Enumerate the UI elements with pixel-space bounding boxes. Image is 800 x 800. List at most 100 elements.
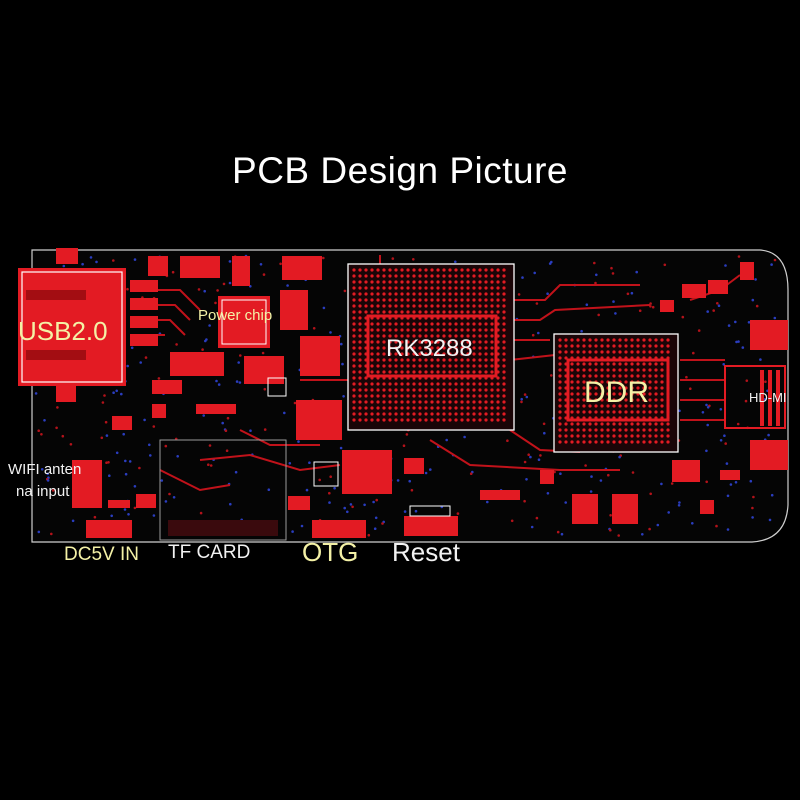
reset-label: Reset [392,537,461,567]
ball [460,322,464,326]
ball [364,382,368,386]
ball [442,304,446,308]
ball [642,440,646,444]
ball [624,428,628,432]
ball [594,404,598,408]
via [506,439,509,443]
ball [436,370,440,374]
ball [370,274,374,278]
ball [388,400,392,404]
ball [376,310,380,314]
ball [352,292,356,296]
via [110,514,113,518]
ball [448,400,452,404]
via [61,434,65,438]
ball [418,394,422,398]
ball [436,286,440,290]
ball [636,368,640,372]
via [537,331,540,335]
ball [636,386,640,390]
ball [472,304,476,308]
ball [352,280,356,284]
ball [382,280,386,284]
via [723,434,726,438]
ball [594,392,598,396]
ball [460,304,464,308]
ball [454,274,458,278]
ball [358,376,362,380]
via [539,454,542,457]
ball [484,304,488,308]
ball [442,364,446,368]
ball [612,434,616,438]
ball [594,362,598,366]
ball [430,292,434,296]
ball [370,334,374,338]
via [580,329,583,333]
ball [654,350,658,354]
ball [460,406,464,410]
via [701,411,705,414]
ball [478,280,482,284]
ball [472,406,476,410]
via [550,374,553,377]
ball [352,358,356,362]
ball [588,392,592,396]
ball [642,410,646,414]
ball [496,274,500,278]
ball [466,406,470,410]
ball [478,298,482,302]
ball [394,268,398,272]
ball [466,328,470,332]
ball [478,328,482,332]
ball [484,364,488,368]
ball [376,358,380,362]
ball [660,398,664,402]
via [641,533,644,536]
ball [442,394,446,398]
ball [430,328,434,332]
ball [430,298,434,302]
ball [630,404,634,408]
ball [448,280,452,284]
ball [600,410,604,414]
ball [376,412,380,416]
ball [594,422,598,426]
ball [358,370,362,374]
ball [418,328,422,332]
via [308,461,311,465]
ball [436,358,440,362]
ball [636,344,640,348]
via [235,380,239,383]
ball [582,386,586,390]
via [138,466,141,470]
ball [448,412,452,416]
ball [484,370,488,374]
via [617,534,620,537]
via [755,304,759,308]
via [164,444,168,448]
via [719,408,723,411]
ball [418,274,422,278]
via [124,472,128,476]
via [559,472,562,476]
ball [642,350,646,354]
via [751,506,754,510]
via [143,418,146,422]
via [216,289,219,292]
ball [600,428,604,432]
via [207,463,210,467]
ball [472,292,476,296]
ball [558,416,562,420]
ball [660,440,664,444]
ball [436,274,440,278]
ball [388,310,392,314]
ball [436,382,440,386]
ball [376,304,380,308]
ball [642,362,646,366]
ball [388,358,392,362]
ball [382,382,386,386]
ball [570,398,574,402]
via [160,479,164,482]
ball [412,352,416,356]
